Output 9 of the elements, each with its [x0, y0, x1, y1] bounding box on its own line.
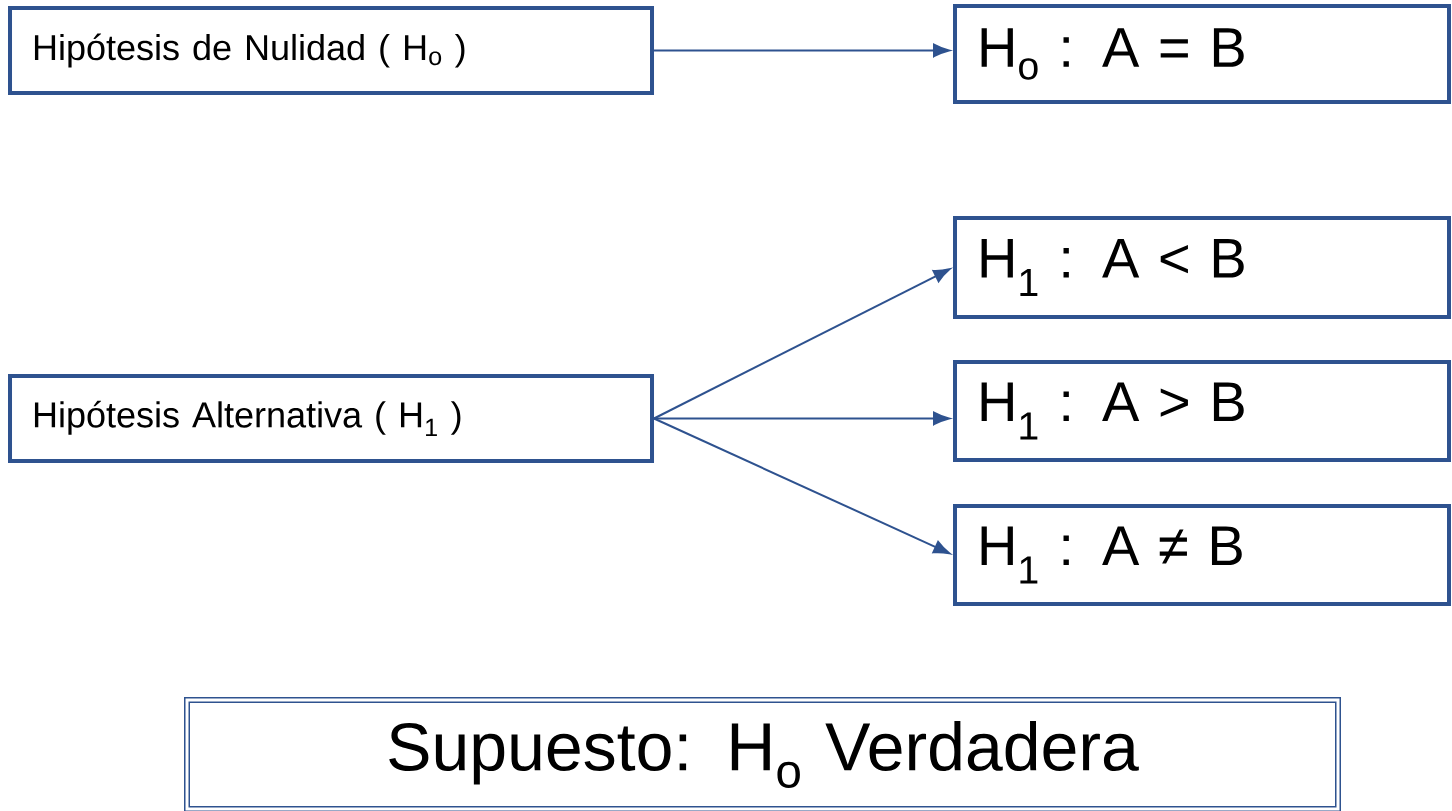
hypothesis-box: H$_{1}$ : A ≠ B	[953, 504, 1451, 606]
assumption-box: Supuesto: H$_{o}$ Verdadera	[184, 697, 1341, 811]
hypothesis-box: H$_{1}$ : A < B	[953, 216, 1451, 319]
source-box: Hipótesis Alternativa ( H$_{1}$ )	[8, 374, 654, 463]
hypothesis-box: H$_{o}$ : A = B	[953, 4, 1451, 104]
arrow	[653, 417, 951, 555]
source-box: Hipótesis de Nulidad ( H$_{o}$ )	[8, 6, 654, 95]
hypothesis-box: H$_{1}$ : A > B	[953, 360, 1451, 462]
arrow	[653, 268, 951, 420]
